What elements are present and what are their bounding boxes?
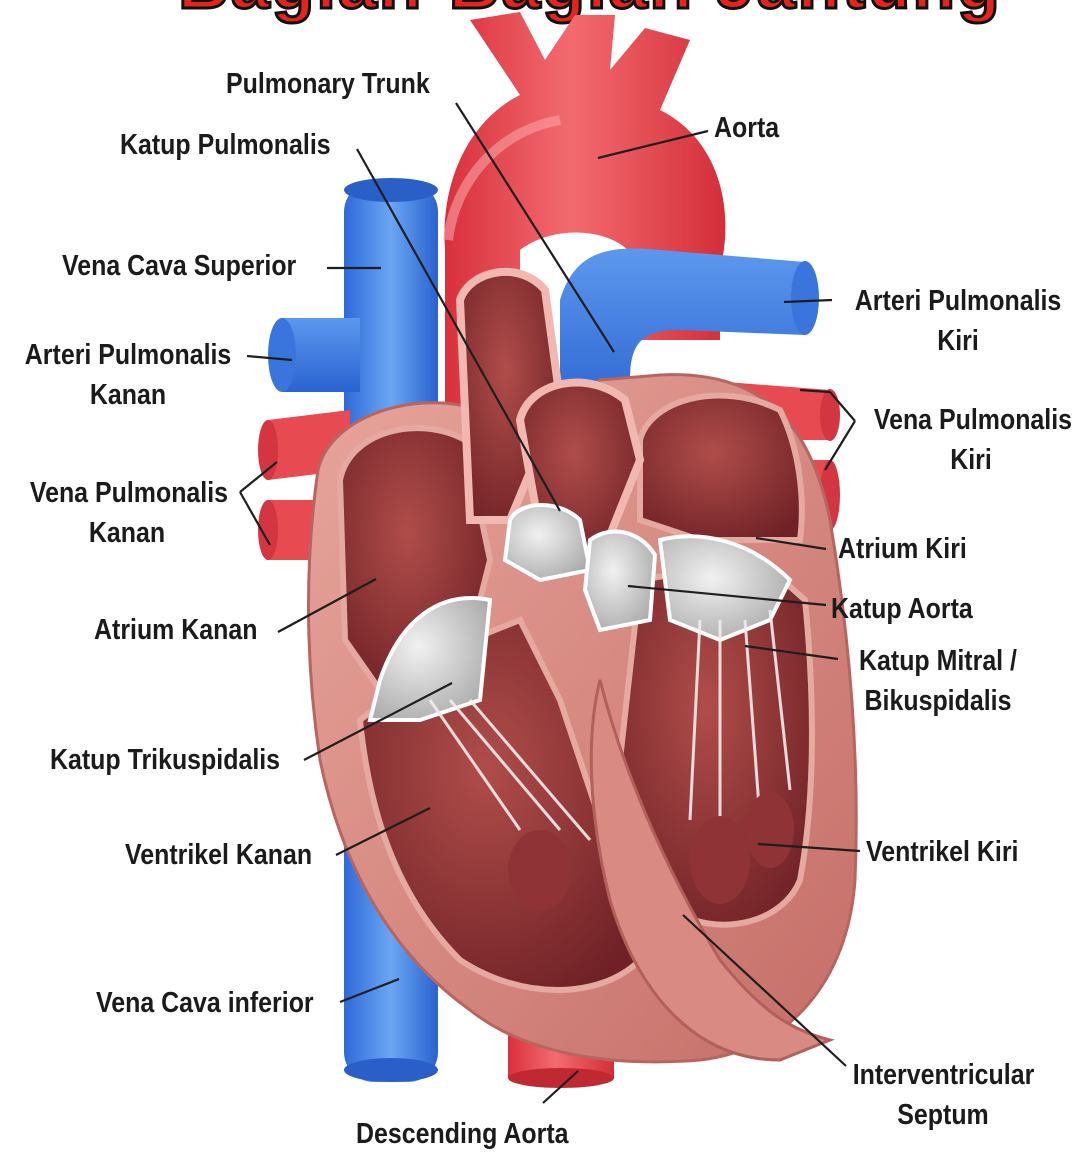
label-arteri-pulmonalis-kanan-line1: Arteri Pulmonalis (25, 338, 231, 372)
label-katup-mitral-line2: Bikuspidalis (852, 684, 1024, 718)
label-pulmonary-trunk: Pulmonary Trunk (226, 67, 430, 101)
label-arteri-pulmonalis-kiri-line2: Kiri (855, 324, 1061, 358)
label-vena-cava-superior: Vena Cava Superior (62, 249, 296, 283)
label-katup-aorta: Katup Aorta (831, 592, 973, 626)
label-katup-pulmonalis: Katup Pulmonalis (120, 128, 331, 162)
label-atrium-kiri: Atrium Kiri (838, 532, 967, 566)
label-vena-pulmonalis-kiri-line1: Vena Pulmonalis (874, 403, 1068, 437)
label-arteri-pulmonalis-kanan-line2: Kanan (25, 378, 231, 412)
label-ventrikel-kiri: Ventrikel Kiri (866, 835, 1018, 869)
label-vena-pulmonalis-kiri-line2: Kiri (874, 443, 1068, 477)
label-katup-mitral: Katup Mitral / Bikuspidalis (852, 644, 1024, 718)
label-vena-pulmonalis-kanan-line2: Kanan (30, 516, 224, 550)
label-arteri-pulmonalis-kiri-line1: Arteri Pulmonalis (855, 284, 1061, 318)
label-descending-aorta: Descending Aorta (356, 1117, 569, 1151)
label-arteri-pulmonalis-kanan: Arteri Pulmonalis Kanan (25, 338, 231, 412)
label-aorta: Aorta (714, 111, 779, 145)
label-vena-pulmonalis-kanan-line1: Vena Pulmonalis (30, 476, 224, 510)
right-pulmonary-artery-vessel (268, 318, 360, 392)
label-interventricular-line2: Septum (853, 1098, 1034, 1132)
label-vena-cava-inferior: Vena Cava inferior (96, 986, 314, 1020)
label-arteri-pulmonalis-kiri: Arteri Pulmonalis Kiri (855, 284, 1061, 358)
label-atrium-kanan: Atrium Kanan (94, 613, 258, 647)
label-interventricular-line1: Interventricular (853, 1058, 1034, 1092)
label-ventrikel-kanan: Ventrikel Kanan (125, 838, 312, 872)
label-katup-trikuspidalis: Katup Trikuspidalis (50, 743, 280, 777)
label-vena-pulmonalis-kanan: Vena Pulmonalis Kanan (30, 476, 224, 550)
label-katup-mitral-line1: Katup Mitral / (852, 644, 1024, 678)
label-interventricular-septum: Interventricular Septum (853, 1058, 1034, 1132)
label-vena-pulmonalis-kiri: Vena Pulmonalis Kiri (874, 403, 1068, 477)
